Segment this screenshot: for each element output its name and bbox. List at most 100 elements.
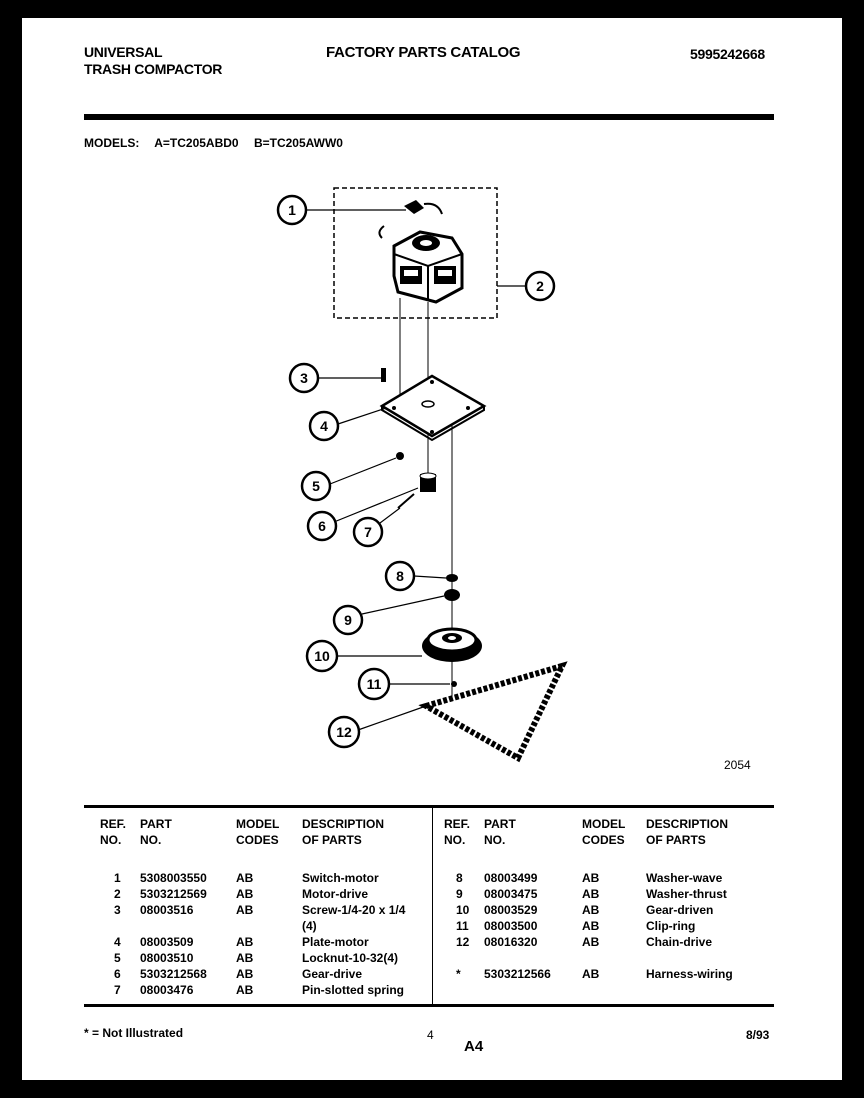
desc-cell: Motor-drive	[302, 887, 368, 901]
codes-cell: AB	[236, 951, 254, 965]
part-cell: 08003510	[140, 951, 194, 965]
part-cell: 5303212566	[484, 967, 551, 981]
part-cell: 08003500	[484, 919, 538, 933]
svg-text:9: 9	[344, 612, 352, 628]
locknut-illustration	[396, 452, 404, 460]
svg-text:11: 11	[367, 676, 382, 692]
codes-cell: AB	[236, 871, 254, 885]
model-b: B=TC205AWW0	[253, 136, 343, 150]
ref-cell: 1	[114, 871, 121, 885]
svg-text:5: 5	[312, 478, 320, 494]
svg-text:12: 12	[336, 724, 352, 740]
part-cell: 08003476	[140, 983, 194, 997]
codes-cell: AB	[582, 935, 600, 949]
gear-driven-illustration	[422, 627, 482, 662]
motor-drive-illustration	[378, 200, 464, 304]
callout-11: 11	[357, 667, 391, 701]
codes-cell: AB	[582, 887, 600, 901]
svg-text:2: 2	[536, 278, 544, 294]
callout-8: 8	[384, 560, 416, 592]
figure-number: 2054	[724, 758, 751, 772]
section-code: A4	[464, 1038, 484, 1055]
ref-cell: 11	[456, 919, 469, 933]
codes-cell: AB	[236, 935, 254, 949]
footnote: * = Not Illustrated	[84, 1026, 184, 1040]
desc-cell: Chain-drive	[646, 935, 713, 949]
ref-cell: 5	[114, 951, 121, 965]
washer-wave-illustration	[446, 574, 458, 582]
brand-title: UNIVERSAL TRASH COMPACTOR	[84, 44, 222, 78]
motor-group-box	[333, 187, 498, 319]
codes-cell: AB	[582, 967, 600, 981]
part-cell: 08003475	[484, 887, 538, 901]
part-cell: 08016320	[484, 935, 538, 949]
part-cell: 5303212568	[140, 967, 207, 981]
header-ref: REF.NO.	[100, 817, 127, 847]
callout-9: 9	[332, 604, 364, 636]
page-number: 4	[427, 1028, 434, 1042]
ref-cell: 7	[114, 983, 121, 997]
callout-2: 2	[524, 270, 556, 302]
table-divider	[432, 808, 433, 1004]
desc-cell: Washer-thrust	[646, 887, 727, 901]
ref-cell: 3	[114, 903, 121, 917]
brand-line-1: UNIVERSAL	[84, 44, 163, 60]
ref-cell: 4	[114, 935, 121, 949]
part-cell: 08003509	[140, 935, 194, 949]
svg-text:8: 8	[396, 568, 404, 584]
desc-cell: Washer-wave	[646, 871, 723, 885]
callout-7: 7	[352, 516, 384, 548]
models-line: MODELS: A=TC205ABD0 B=TC205AWW0	[84, 136, 355, 150]
desc-cell: Gear-driven	[646, 903, 714, 917]
svg-text:10: 10	[314, 648, 330, 664]
callout-1: 1	[276, 194, 308, 226]
desc-cell: (4)	[302, 919, 317, 933]
desc-cell: Pin-slotted spring	[302, 983, 404, 997]
chain-drive-illustration	[418, 661, 568, 763]
gear-drive-illustration	[419, 472, 437, 492]
codes-cell: AB	[236, 887, 254, 901]
motor-plate-illustration	[379, 374, 487, 442]
brand-line-2: TRASH COMPACTOR	[84, 61, 223, 77]
codes-cell: AB	[582, 871, 600, 885]
screw-illustration	[381, 368, 386, 382]
part-cell: 08003499	[484, 871, 538, 885]
table-rule-top	[84, 805, 774, 808]
pin-illustration	[397, 493, 415, 509]
part-cell: 08003529	[484, 903, 538, 917]
svg-text:7: 7	[364, 524, 372, 540]
codes-cell: AB	[582, 919, 600, 933]
callout-4: 4	[308, 410, 340, 442]
callout-3: 3	[288, 362, 320, 394]
catalog-page: UNIVERSAL TRASH COMPACTOR FACTORY PARTS …	[22, 18, 842, 1080]
ref-cell: 8	[456, 871, 463, 885]
desc-cell: Harness-wiring	[646, 967, 733, 981]
codes-cell: AB	[236, 983, 254, 997]
header-rule	[84, 114, 774, 120]
clip-ring-illustration	[451, 681, 457, 687]
desc-cell: Screw-1/4-20 x 1/4	[302, 903, 406, 917]
callout-12: 12	[327, 715, 361, 749]
callout-5: 5	[300, 470, 332, 502]
model-a: A=TC205ABD0	[154, 136, 239, 150]
catalog-number: 5995242668	[690, 46, 765, 62]
part-cell: 5303212569	[140, 887, 207, 901]
ref-cell: 2	[114, 887, 121, 901]
header-ref: REF.NO.	[444, 817, 471, 847]
part-cell: 5308003550	[140, 871, 207, 885]
washer-thrust-illustration	[444, 589, 460, 601]
exploded-parts-diagram: 1 2 3 4 5 6 7 8 9 10 11 12	[276, 187, 568, 763]
part-cell: 08003516	[140, 903, 194, 917]
desc-cell: Locknut-10-32(4)	[302, 951, 399, 965]
desc-cell: Clip-ring	[646, 919, 696, 933]
catalog-title: FACTORY PARTS CATALOG	[326, 44, 521, 61]
table-rule-bottom	[84, 1004, 774, 1007]
ref-cell: *	[456, 967, 461, 981]
codes-cell: AB	[236, 903, 254, 917]
